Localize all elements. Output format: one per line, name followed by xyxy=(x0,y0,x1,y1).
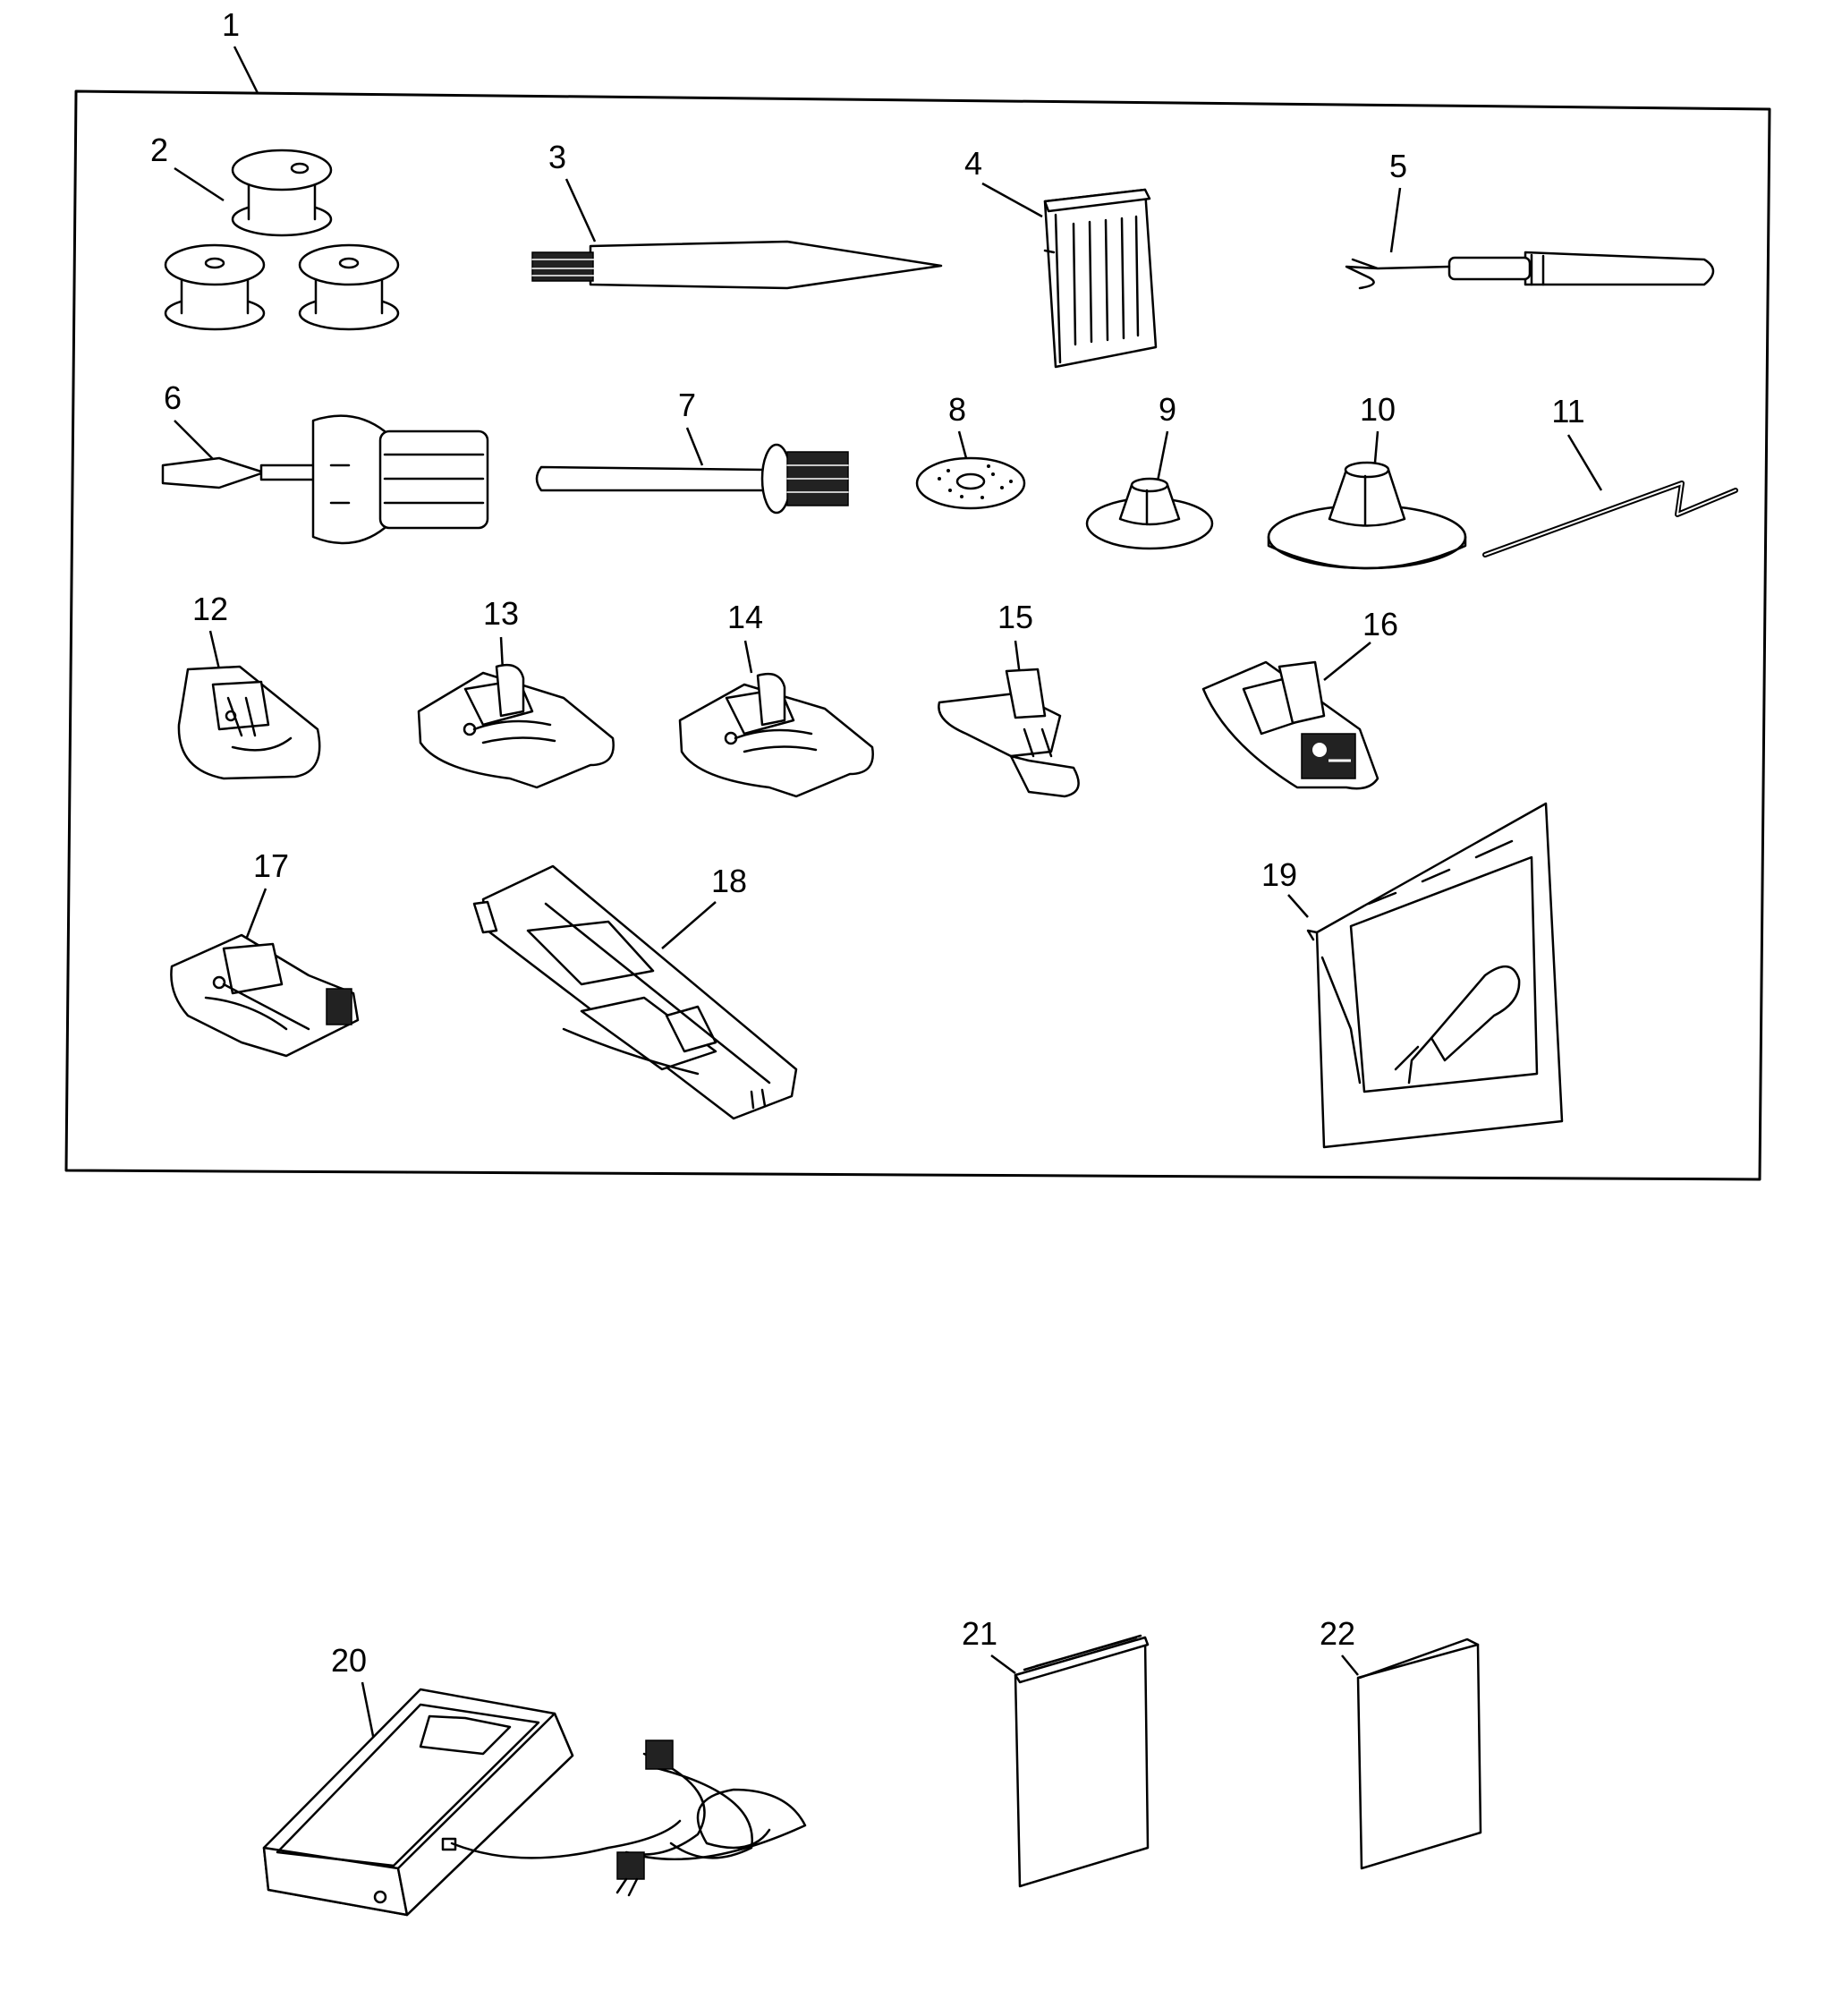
part-17-label: 17 xyxy=(253,847,289,884)
part-13-label: 13 xyxy=(483,595,519,632)
overcast-foot-icon xyxy=(1201,660,1379,790)
part-18-label: 18 xyxy=(711,863,747,899)
presser-foot-icon xyxy=(177,665,321,780)
part-11-label: 11 xyxy=(1551,393,1584,430)
part-7-label: 7 xyxy=(678,387,696,423)
zipper-foot-icon xyxy=(938,668,1080,798)
part-15-label: 15 xyxy=(997,599,1033,635)
lint-brush-icon xyxy=(531,240,943,290)
quilting-guide-icon xyxy=(1482,481,1738,557)
presser-foot-icon xyxy=(678,672,874,798)
part-12-label: 12 xyxy=(192,591,228,627)
part-2-label: 2 xyxy=(150,132,168,168)
part-16-label: 16 xyxy=(1362,606,1398,642)
large-spool-cap-icon xyxy=(1267,461,1467,570)
part-5-label: 5 xyxy=(1389,148,1407,184)
part-10-label: 10 xyxy=(1360,391,1396,428)
seam-ripper-icon xyxy=(1345,251,1715,290)
presser-foot-icon xyxy=(417,663,615,789)
part-1-label: 1 xyxy=(222,6,240,43)
instruction-book-icon xyxy=(1014,1634,1150,1888)
part-22-label: 22 xyxy=(1320,1615,1355,1652)
part-6-label: 6 xyxy=(164,379,182,416)
part-19-label: 19 xyxy=(1261,856,1297,893)
part-8-label: 8 xyxy=(948,391,966,428)
bobbins-icon xyxy=(164,149,400,331)
felt-washer-icon xyxy=(915,456,1026,510)
screwdriver-icon xyxy=(161,414,489,545)
part-20-label: 20 xyxy=(331,1642,367,1679)
needle-pack-icon xyxy=(1043,188,1158,369)
leader-lines xyxy=(174,46,1603,1741)
small-spool-cap-icon xyxy=(1085,477,1214,550)
part-4-label: 4 xyxy=(964,145,982,182)
booklet-icon xyxy=(1356,1637,1482,1870)
part-14-label: 14 xyxy=(727,599,763,635)
accessory-kit-frame xyxy=(64,89,1771,1181)
part-labels: 1 2 3 4 5 6 7 8 9 10 11 12 13 14 15 16 1… xyxy=(150,6,1585,1679)
blind-hem-foot-icon xyxy=(170,933,360,1058)
foot-controller-icon xyxy=(262,1688,807,1917)
spool-pin-icon xyxy=(535,443,849,515)
accessory-pouch-icon xyxy=(1306,802,1564,1149)
part-21-label: 21 xyxy=(962,1615,997,1652)
part-9-label: 9 xyxy=(1159,391,1176,428)
part-3-label: 3 xyxy=(548,139,566,175)
buttonhole-foot-icon xyxy=(472,864,798,1120)
